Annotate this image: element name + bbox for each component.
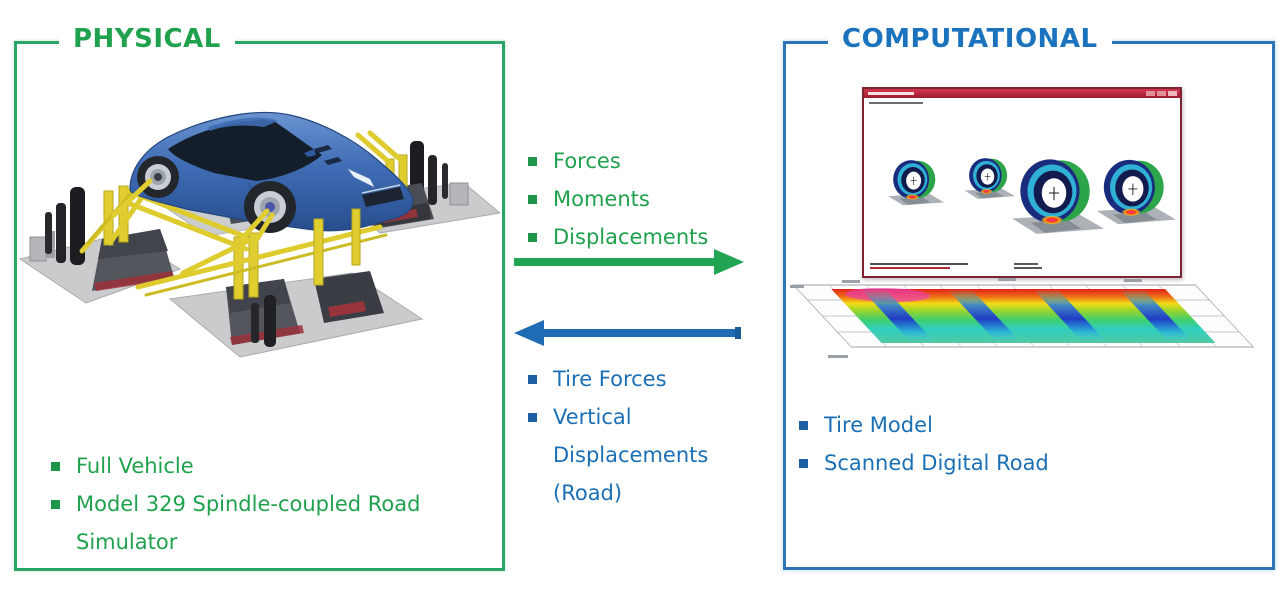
square-bullet-icon (51, 462, 60, 471)
return-signal-item: Vertical Displacements (Road) (528, 398, 758, 512)
square-bullet-icon (528, 413, 537, 422)
right-arrow-icon (514, 249, 744, 275)
physical-bullet-list: Full Vehicle Model 329 Spindle-coupled R… (51, 447, 501, 561)
square-bullet-icon (799, 459, 808, 468)
rear-wheel (137, 156, 179, 198)
wheelpath-stripe (1119, 289, 1194, 343)
window-annotation-red-illegible (870, 267, 950, 269)
computational-panel: COMPUTATIONAL (783, 24, 1275, 570)
return-signal-item: Tire Forces (528, 360, 758, 398)
tire-fea-models (887, 157, 1176, 235)
scanned-road-surface-plot (790, 278, 1255, 358)
front-right-truss-post (313, 218, 324, 286)
road-surface-sheet (792, 284, 1255, 348)
front-right-truss-post-2 (351, 208, 361, 266)
computational-panel-title: COMPUTATIONAL (828, 24, 1112, 54)
front-center-test-station (168, 271, 424, 358)
window-title-text-illegible (868, 92, 914, 95)
square-bullet-icon (799, 421, 808, 430)
physical-bullet-item: Full Vehicle (51, 447, 501, 485)
road-heatmap (831, 289, 1216, 343)
tire-model-2 (964, 157, 1016, 200)
square-bullet-icon (528, 195, 537, 204)
close-icon (1168, 91, 1177, 96)
computational-bullet-item: Scanned Digital Road (799, 444, 1249, 482)
left-arrow-icon (514, 320, 741, 346)
physical-panel-title: PHYSICAL (59, 24, 235, 54)
window-controls (1146, 91, 1177, 96)
computational-bullet-list: Tire Model Scanned Digital Road (799, 406, 1249, 482)
wheelpath-stripe (861, 289, 936, 343)
window-titlebar (864, 89, 1180, 98)
minimize-icon (1146, 91, 1155, 96)
computational-bullet-item: Tire Model (799, 406, 1249, 444)
physical-to-computational-arrow (514, 247, 744, 277)
wheelpath-stripe (1033, 289, 1108, 343)
forward-signal-item: Displacements (528, 218, 748, 256)
window-value-illegible-2 (1014, 267, 1042, 269)
square-bullet-icon (528, 157, 537, 166)
physical-panel: PHYSICAL (14, 24, 505, 571)
road-axis-labels-illegible (790, 278, 1142, 358)
square-bullet-icon (528, 233, 537, 242)
computational-to-physical-arrow (514, 318, 744, 348)
window-menu-text-illegible (869, 102, 923, 104)
tire-model-3 (1011, 158, 1105, 235)
square-bullet-icon (51, 500, 60, 509)
window-annotation-illegible (870, 263, 968, 265)
tire-model-4 (1096, 159, 1176, 225)
forward-signal-list: Forces Moments Displacements (528, 142, 748, 256)
tire-model-1 (887, 159, 945, 206)
window-value-illegible (1014, 263, 1038, 265)
spindle-coupling-arms (111, 178, 275, 244)
forward-signal-item: Forces (528, 142, 748, 180)
vehicle-illustration (129, 111, 414, 233)
maximize-icon (1157, 91, 1166, 96)
square-bullet-icon (528, 375, 537, 384)
forward-signal-item: Moments (528, 180, 748, 218)
return-signal-list: Tire Forces Vertical Displacements (Road… (528, 360, 758, 512)
tire-simulation-window (862, 87, 1182, 278)
wheelpath-stripe (947, 289, 1022, 343)
road-simulator-illustration (18, 111, 500, 358)
physical-bullet-item: Model 329 Spindle-coupled Road Simulator (51, 485, 501, 561)
